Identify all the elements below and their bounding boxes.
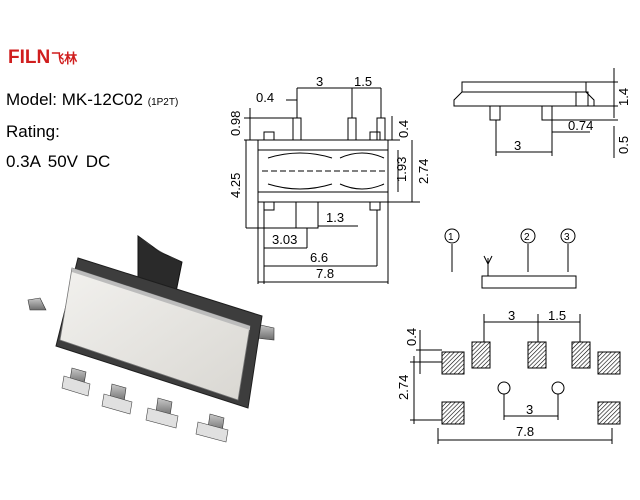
dim-3: 3	[316, 74, 323, 89]
logo-cjk: 飞林	[51, 51, 78, 66]
dim-0-4-right: 0.4	[396, 120, 411, 138]
dim-1-3: 1.3	[326, 210, 344, 225]
model-subtitle: (1P2T)	[147, 97, 179, 108]
schematic	[444, 228, 577, 289]
dim-4-25: 4.25	[228, 173, 243, 198]
dim-7-8: 7.8	[316, 266, 334, 281]
logo-text: FILN	[8, 47, 51, 68]
pin-3-label: 3	[564, 232, 570, 243]
fp-dim-1-5: 1.5	[548, 308, 566, 323]
rating-values: 0.3A 50V DC	[6, 152, 111, 171]
dimension-labels: 3 1.5 0.4 0.98 0.4 4.25 1.93 2.74 1.3 3.…	[228, 74, 631, 439]
footprint-pads	[441, 341, 621, 425]
rating-label: Rating:	[6, 122, 60, 141]
fp-dim-3: 3	[508, 308, 515, 323]
model-label: Model: MK-12C02	[6, 90, 144, 109]
dim-0-98: 0.98	[228, 111, 243, 136]
side-view	[453, 68, 618, 158]
brand-logo: FILN飞林	[8, 46, 77, 71]
dim-3-03: 3.03	[272, 232, 297, 247]
dim-6-6: 6.6	[310, 250, 328, 265]
product-photo	[27, 235, 275, 443]
fp-dim-7-8: 7.8	[516, 424, 534, 439]
dim-0-4: 0.4	[256, 90, 274, 105]
fp-dim-0-4: 0.4	[404, 328, 419, 346]
dim-0-74: 0.74	[568, 118, 593, 133]
pin-1-label: 1	[448, 232, 454, 243]
dim-1-4: 1.4	[616, 88, 631, 106]
fp-dim-3-bottom: 3	[526, 402, 533, 417]
fp-dim-2-74: 2.74	[396, 375, 411, 400]
dim-1-5: 1.5	[354, 74, 372, 89]
dim-0-5: 0.5	[616, 136, 631, 154]
dim-1-93: 1.93	[394, 157, 409, 182]
pin-2-label: 2	[524, 232, 530, 243]
model-line: Model: MK-12C02 (1P2T)	[6, 90, 178, 113]
dim-3-side: 3	[514, 138, 521, 153]
footprint	[410, 314, 613, 444]
dim-2-74: 2.74	[416, 159, 431, 184]
top-view	[244, 87, 420, 284]
